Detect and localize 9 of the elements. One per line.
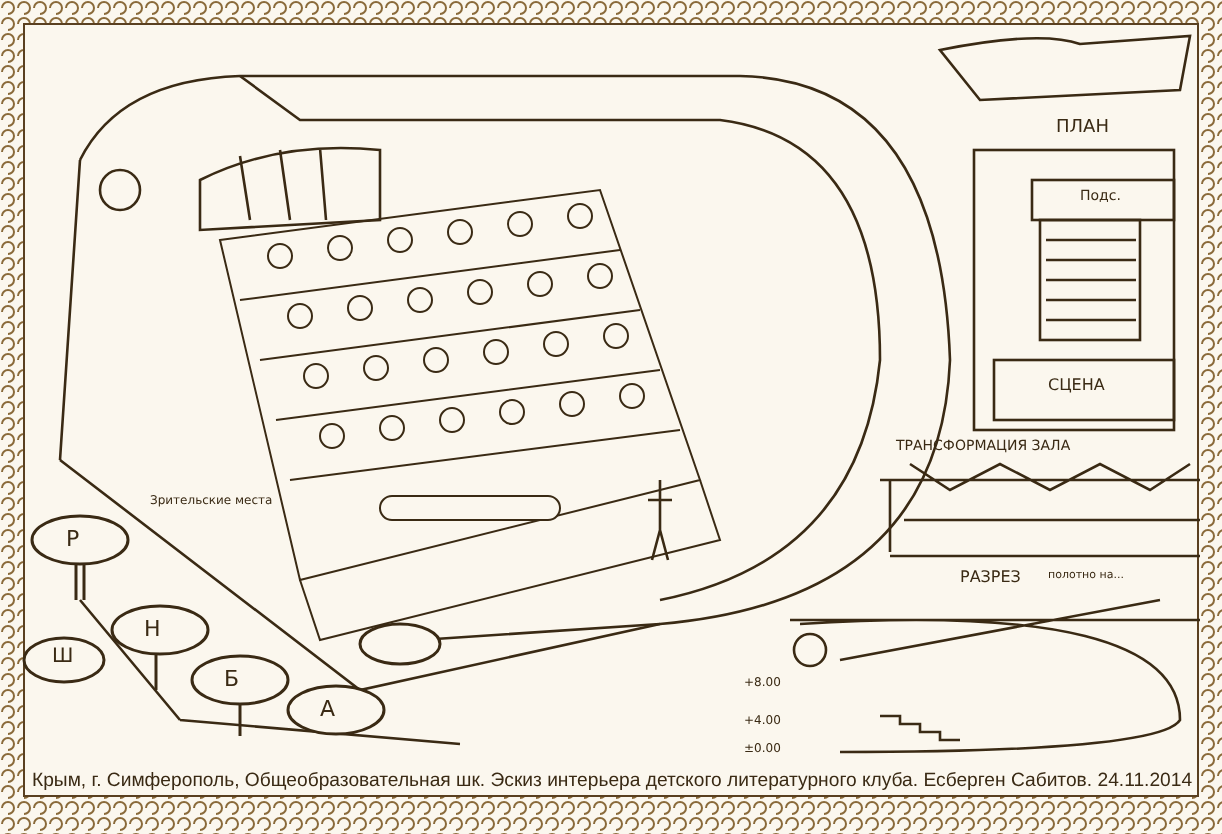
heading: РАЗРЕЗ [960,570,1021,586]
key-letter: А [320,698,336,720]
room-label: СЦЕНА [1048,378,1105,394]
key-letter: Н [144,618,161,640]
key-letter: Ш [52,648,74,668]
key-letter: Р [66,528,80,550]
caption: Крым, г. Симферополь, Общеобразовательная шк. Эскиз интерьера детского литературного клуба. Есберген Сабитов. 24.11.2014 [32,770,1192,792]
heading: ПЛАН [1056,120,1109,138]
key-letter: Б [224,668,240,690]
